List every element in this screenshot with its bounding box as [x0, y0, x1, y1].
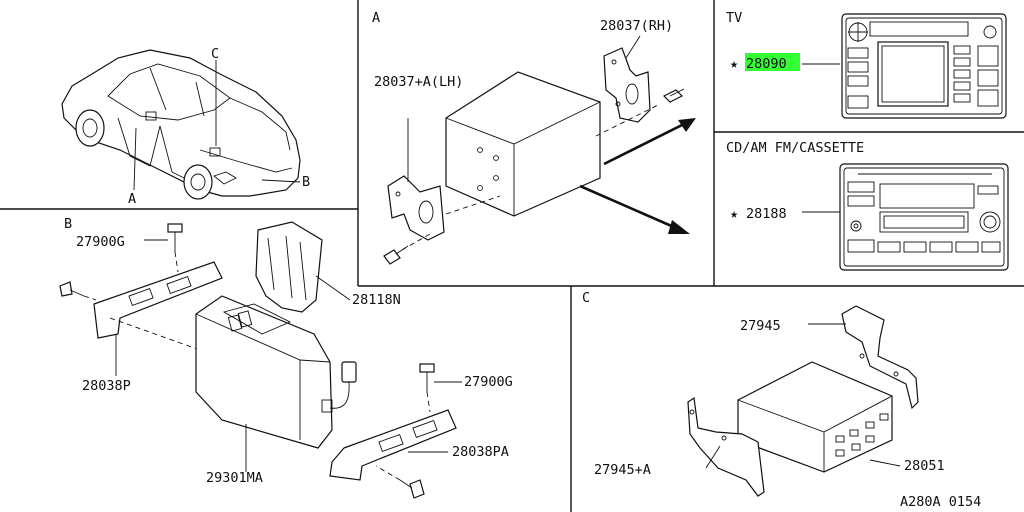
bracket-27945a-label: 27945+A: [594, 462, 651, 478]
unit-29301ma-label: 29301MA: [206, 470, 263, 486]
tv-star: ★: [730, 56, 738, 72]
tv-unit: [841, 13, 1007, 119]
tv-title: TV: [726, 10, 742, 26]
tv-part-number: 28090: [746, 56, 787, 72]
section-c-letter: C: [582, 290, 590, 306]
section-c-assembly: [687, 305, 919, 497]
bracket-rh-label: 28037(RH): [600, 18, 673, 34]
unit-28051-label: 28051: [904, 458, 945, 474]
car-illustration: [61, 49, 301, 200]
section-a-unit: [383, 35, 696, 265]
cd-title: CD/AM FM/CASSETTE: [726, 140, 864, 156]
screw-27900g-right-label: 27900G: [464, 374, 513, 390]
section-b-assembly: [59, 221, 462, 499]
section-a-letter: A: [372, 10, 380, 26]
screw-27900g-top-label: 27900G: [76, 234, 125, 250]
bracket-28038p-label: 28038P: [82, 378, 131, 394]
bracket-28038pa-label: 28038PA: [452, 444, 509, 460]
bracket-lh-label: 28037+A(LH): [374, 74, 463, 90]
callout-c: C: [211, 46, 219, 62]
callout-a: A: [128, 191, 136, 207]
bracket-27945-label: 27945: [740, 318, 781, 334]
shield-28118n-label: 28118N: [352, 292, 401, 308]
cd-unit: [839, 163, 1009, 271]
section-b-letter: B: [64, 216, 72, 232]
cd-star: ★: [730, 206, 738, 222]
callout-b: B: [302, 174, 310, 190]
tv-part-highlight: [745, 53, 800, 71]
cd-part-number: 28188: [746, 206, 787, 222]
drawing-id: A280A 0154: [900, 494, 981, 510]
